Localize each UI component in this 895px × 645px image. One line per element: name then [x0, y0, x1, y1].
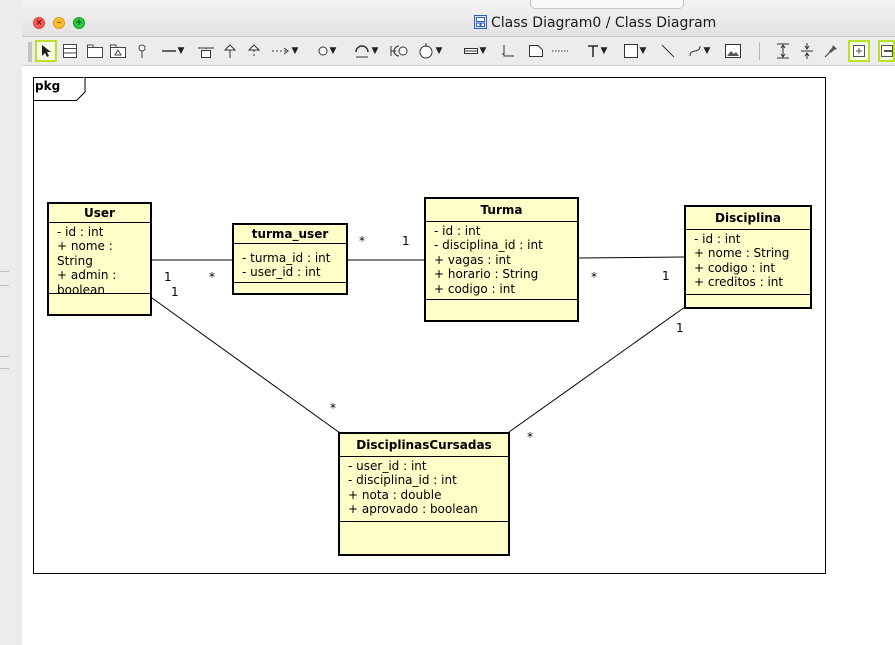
association-user-cursadas: [151, 297, 341, 434]
class-diagram-icon: [474, 15, 487, 29]
interface-lollipop-icon[interactable]: ▼: [414, 40, 446, 62]
class-name: turma_user: [234, 225, 346, 244]
multiplicity-label: 1: [171, 285, 179, 299]
dock-divider: [0, 356, 9, 357]
minimize-window-button[interactable]: –: [53, 17, 65, 29]
collapse-vertical-icon[interactable]: [798, 40, 816, 62]
toolbar-separator: [759, 42, 760, 60]
attribute: + vagas : int: [434, 252, 511, 267]
corner-icon[interactable]: [500, 40, 516, 62]
package-label: pkg: [35, 79, 61, 93]
class-name: DisciplinasCursadas: [340, 434, 508, 457]
pin-tool-icon[interactable]: [822, 40, 840, 62]
attributes-compartment: - user_id : int - disciplina_id : int + …: [340, 457, 508, 522]
dock-divider: [0, 285, 9, 286]
attribute: - id : int: [434, 224, 481, 238]
attributes-compartment: - id : int - disciplina_id : int + vagas…: [426, 222, 577, 300]
association-class-icon[interactable]: [197, 40, 215, 62]
required-interface-icon[interactable]: ▼: [350, 40, 382, 62]
interface-circle-icon[interactable]: ▼: [312, 40, 342, 62]
class-name: User: [49, 204, 150, 223]
package-tab: [33, 77, 86, 101]
attribute: - turma_id : int: [242, 251, 331, 265]
class-user[interactable]: User - id : int + nome : String + admin …: [47, 202, 152, 316]
dock-divider: [0, 368, 9, 369]
class-disciplinas-cursadas[interactable]: DisciplinasCursadas - user_id : int - di…: [338, 432, 510, 556]
attribute: + nome :: [57, 239, 113, 254]
multiplicity-label: *: [209, 270, 215, 284]
multiplicity-label: *: [359, 234, 365, 248]
model-icon[interactable]: [109, 40, 127, 62]
text-icon[interactable]: ▼: [587, 45, 608, 57]
class-name: Disciplina: [686, 207, 810, 230]
note-icon[interactable]: [528, 40, 544, 62]
multiplicity-label: 1: [662, 269, 670, 283]
class-name: Turma: [426, 199, 577, 222]
attribute: + codigo : int: [434, 281, 516, 296]
dependency-icon[interactable]: ▼: [268, 40, 302, 62]
attributes-compartment: - turma_id : int - user_id : int: [234, 244, 346, 283]
diagram-toolbar: ▼ ▼ ▼ ▼ ▼ ▼ ▼ ▼ ▼: [22, 37, 895, 66]
attributes-compartment: - id : int + nome : String + codigo : in…: [686, 230, 810, 295]
interface-usage-icon[interactable]: [388, 40, 410, 62]
attribute: - disciplina_id : int: [434, 238, 543, 253]
package-icon[interactable]: [86, 40, 104, 62]
zoom-box-icon[interactable]: [848, 40, 870, 62]
association-turma-disciplina: [577, 256, 686, 259]
title-bar: [22, 0, 895, 37]
attribute: + nome : String: [694, 246, 790, 261]
attribute: + nota : double: [348, 487, 442, 502]
multiplicity-label: 1: [164, 270, 172, 284]
tooltip-tab: [530, 0, 684, 9]
association-icon[interactable]: ▼: [161, 46, 185, 56]
attribute: boolean: [57, 282, 105, 297]
attribute: - id : int: [57, 225, 104, 239]
association-disciplina-cursadas: [508, 306, 686, 433]
freehand-icon[interactable]: ▼: [682, 40, 716, 62]
panel-toggle-icon[interactable]: [878, 40, 895, 62]
package-frame[interactable]: [33, 77, 826, 574]
realization-icon[interactable]: [246, 40, 262, 62]
multiplicity-label: *: [527, 430, 533, 444]
attribute: + codigo : int: [694, 260, 776, 275]
attribute: String: [57, 253, 93, 268]
class-icon[interactable]: [62, 40, 78, 62]
attribute: + creditos : int: [694, 275, 784, 290]
window-title-text: Class Diagram0 / Class Diagram: [491, 15, 717, 31]
attribute: + admin :: [57, 268, 117, 283]
attribute: + aprovado : boolean: [348, 502, 478, 517]
multiplicity-label: 1: [402, 234, 410, 248]
generalization-icon[interactable]: [222, 40, 238, 62]
image-icon[interactable]: [724, 40, 742, 62]
class-turma[interactable]: Turma - id : int - disciplina_id : int +…: [424, 197, 579, 322]
dock-divider: [0, 271, 9, 272]
attribute: - disciplina_id : int: [348, 473, 457, 488]
rectangle-icon[interactable]: ▼: [620, 40, 650, 62]
dotted-line-icon[interactable]: [550, 40, 570, 62]
note-slot-icon[interactable]: ▼: [458, 40, 492, 62]
line-icon[interactable]: [660, 40, 676, 62]
multiplicity-label: *: [591, 270, 597, 284]
pin-icon[interactable]: [135, 40, 149, 62]
attributes-compartment: - id : int + nome : String + admin : boo…: [49, 223, 150, 297]
attribute: - user_id : int: [348, 459, 427, 473]
multiplicity-label: 1: [676, 321, 684, 335]
class-disciplina[interactable]: Disciplina - id : int + nome : String + …: [684, 205, 812, 309]
close-window-button[interactable]: ×: [33, 17, 45, 29]
attribute: - id : int: [694, 232, 741, 246]
expand-vertical-icon[interactable]: [774, 40, 792, 62]
attribute: - user_id : int: [242, 265, 321, 280]
class-turma-user[interactable]: turma_user - turma_id : int - user_id : …: [232, 223, 348, 295]
window-title: Class Diagram0 / Class Diagram: [474, 15, 716, 31]
select-arrow-icon[interactable]: [35, 40, 57, 62]
multiplicity-label: *: [330, 401, 336, 415]
attribute: + horario : String: [434, 267, 539, 282]
maximize-window-button[interactable]: +: [73, 17, 85, 29]
toolbar-grip[interactable]: [28, 41, 32, 63]
